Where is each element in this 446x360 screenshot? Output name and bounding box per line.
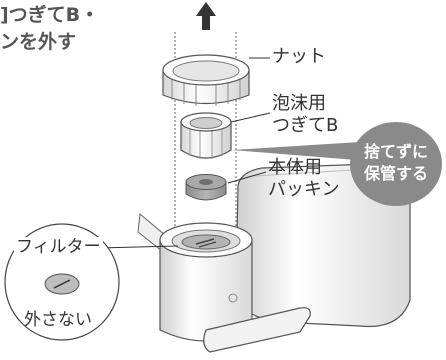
nut-part	[162, 54, 250, 106]
switch-lever	[203, 307, 311, 353]
purifier-body	[235, 163, 411, 328]
gasket-part	[185, 174, 227, 201]
nut-label: ナット	[272, 46, 326, 67]
aerator-label-line1: 泡沫用	[272, 93, 326, 114]
filter-note: 外さない	[24, 310, 92, 330]
instruction-title-line1: ]つぎてB・	[0, 4, 100, 26]
store-badge-line2: 保管する	[363, 164, 428, 183]
filter-label: フィルター	[14, 237, 103, 257]
gasket-label-line1: 本体用	[268, 157, 322, 178]
arrow-up-icon	[196, 2, 216, 30]
aerator-label-line2: つぎてB	[272, 115, 339, 136]
store-badge	[232, 122, 442, 206]
aerator-joint-part	[180, 112, 232, 159]
gasket-label-line2: パッキン	[268, 179, 340, 200]
store-badge-line1: 捨てずに	[363, 142, 428, 161]
leader-lines	[97, 57, 271, 249]
instruction-title-line2: ンを外す	[0, 31, 77, 53]
